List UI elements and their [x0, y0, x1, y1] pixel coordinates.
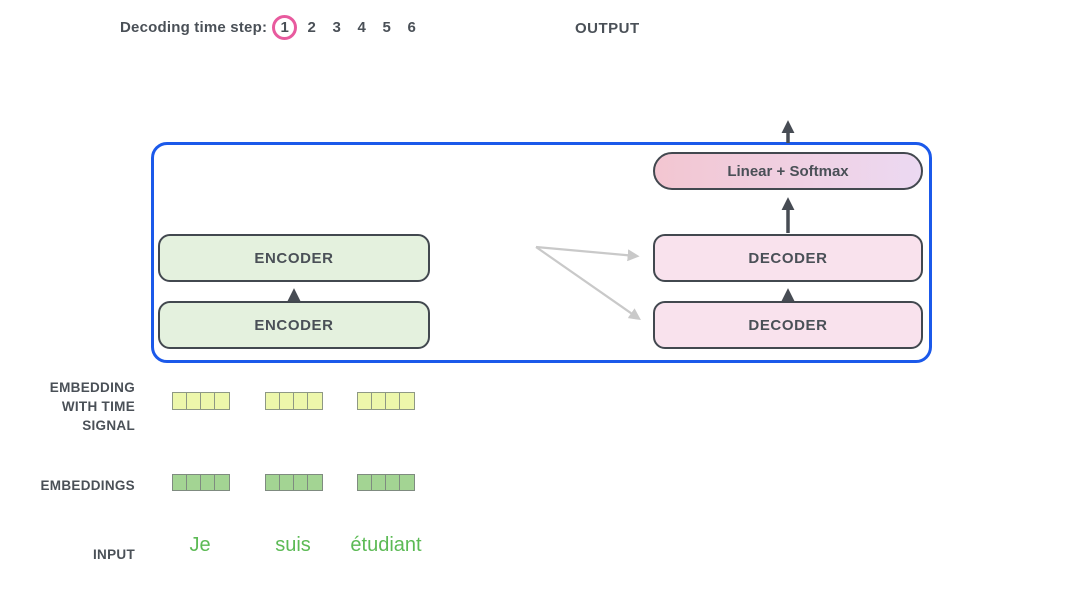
vector-cell: [307, 474, 323, 491]
time-signal-vector-2: [265, 392, 323, 410]
input-word-je: Je: [189, 534, 211, 556]
vector-cell: [214, 474, 230, 491]
step-1-active: 1: [272, 14, 298, 40]
step-3: 3: [332, 18, 341, 36]
vector-cell: [307, 392, 323, 410]
encoder-block-bottom: ENCODER: [158, 301, 430, 349]
time-signal-vector-1: [172, 392, 230, 410]
vector-cell: [399, 392, 415, 410]
input-label: INPUT: [93, 547, 135, 562]
step-5: 5: [382, 18, 391, 36]
input-word-etudiant: étudiant: [350, 534, 422, 556]
decoder-label: DECODER: [748, 316, 828, 334]
embedding-vector-1: [172, 474, 230, 491]
vector-cell: [214, 392, 230, 410]
embedding-vector-2: [265, 474, 323, 491]
encoder-block-top: ENCODER: [158, 234, 430, 282]
decoder-label: DECODER: [748, 249, 828, 267]
encoder-label: ENCODER: [254, 249, 334, 267]
decoder-block-bottom: DECODER: [653, 301, 923, 349]
embedding-with-time-signal-label: EMBEDDING WITH TIME SIGNAL: [49, 380, 135, 433]
step-6: 6: [407, 18, 416, 36]
embedding-vector-3: [357, 474, 415, 491]
step-2: 2: [307, 18, 316, 36]
transformer-container: [151, 142, 932, 363]
linear-softmax-block: Linear + Softmax: [653, 152, 923, 190]
linear-softmax-label: Linear + Softmax: [727, 162, 849, 180]
step-4: 4: [357, 18, 366, 36]
embeddings-label: EMBEDDINGS: [40, 478, 135, 493]
decoding-time-step-label: Decoding time step:: [120, 18, 268, 36]
decoding-steps: Decoding time step: 1 2 3 4 5 6: [120, 13, 424, 41]
vector-cell: [399, 474, 415, 491]
input-word-suis: suis: [275, 534, 311, 556]
encoder-label: ENCODER: [254, 316, 334, 334]
output-label: OUTPUT: [575, 20, 640, 37]
decoder-block-top: DECODER: [653, 234, 923, 282]
time-signal-vector-3: [357, 392, 415, 410]
